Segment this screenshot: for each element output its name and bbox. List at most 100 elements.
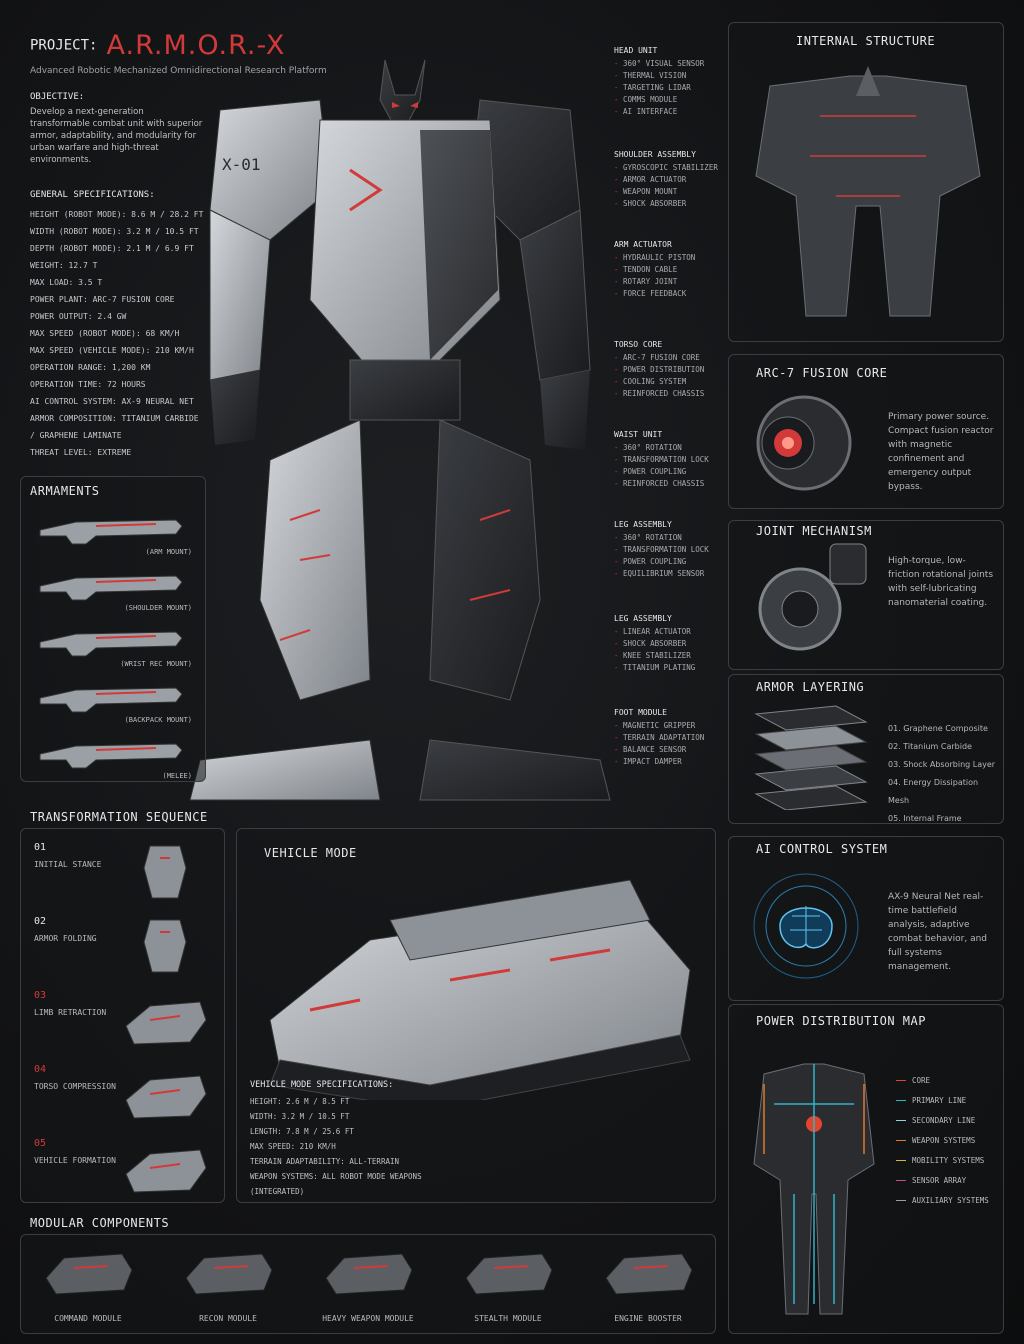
power-distribution-illustration: [753, 1063, 875, 1315]
spec-row: OPERATION RANGE: 1,200 km: [30, 363, 151, 372]
callout-item: POWER COUPLING: [614, 556, 724, 568]
callout-item: POWER DISTRIBUTION: [614, 364, 724, 376]
fusion-core-icon: [756, 395, 852, 491]
armament-item[interactable]: (SHOULDER MOUNT): [30, 564, 200, 620]
vehicle-title: VEHICLE MODE: [264, 846, 357, 860]
armament-item[interactable]: (MELEE): [30, 732, 200, 788]
callout-item: SHOCK ABSORBER: [614, 198, 724, 210]
legend-label: SECONDARY LINE: [912, 1115, 976, 1125]
step-thumbnail: [143, 919, 187, 973]
callout: LEG ASSEMBLY360° ROTATIONTRANSFORMATION …: [614, 520, 724, 580]
weapon-icon: [39, 575, 183, 601]
joint-title: JOINT MECHANISM: [756, 524, 872, 538]
weapon-icon: [39, 743, 183, 769]
callout-item: 360° VISUAL SENSOR: [614, 58, 724, 70]
step-number: 01: [34, 842, 47, 853]
armament-label: (BACKPACK MOUNT): [124, 716, 192, 724]
module-icon: [465, 1253, 553, 1295]
objective-title: OBJECTIVE:: [30, 92, 85, 102]
joint-text: High-torque, low-friction rotational joi…: [888, 556, 994, 608]
specs-title: GENERAL SPECIFICATIONS:: [30, 190, 155, 200]
internal-title: INTERNAL STRUCTURE: [796, 34, 936, 48]
step-label: VEHICLE FORMATION: [34, 1156, 116, 1165]
callout-item: POWER COUPLING: [614, 466, 724, 478]
legend-swatch: [896, 1159, 906, 1161]
transformation-title: TRANSFORMATION SEQUENCE: [30, 810, 208, 824]
vehicle-spec-row: MAX SPEED: 210 km/h: [250, 1142, 336, 1151]
spec-row: MAX LOAD: 3.5 t: [30, 278, 103, 287]
callout-item: TERRAIN ADAPTATION: [614, 732, 724, 744]
callout: LEG ASSEMBLY LINEAR ACTUATORSHOCK ABSORBE…: [614, 614, 724, 674]
module-icon: [45, 1253, 133, 1295]
legend-swatch: [896, 1199, 906, 1201]
callout-item: GYROSCOPIC STABILIZER: [614, 162, 724, 174]
module-item[interactable]: ENGINE BOOSTER: [588, 1240, 708, 1330]
armament-label: (WRIST REC MOUNT): [120, 660, 192, 668]
armament-item[interactable]: (ARM MOUNT): [30, 508, 200, 564]
robot-illustration: X-01: [189, 59, 611, 801]
vehicle-spec-row: HEIGHT: 2.6 m / 8.5 ft: [250, 1097, 350, 1106]
vehicle-spec-row: LENGTH: 7.8 m / 25.6 ft: [250, 1127, 354, 1136]
legend-label: SENSOR ARRAY: [912, 1175, 967, 1185]
module-icon: [605, 1253, 693, 1295]
spec-row: AI CONTROL SYSTEM: AX-9 NEURAL NET: [30, 397, 194, 406]
modules-title: MODULAR COMPONENTS: [30, 1216, 170, 1230]
callout-item: TRANSFORMATION LOCK: [614, 544, 724, 556]
module-item[interactable]: COMMAND MODULE: [28, 1240, 148, 1330]
callout-item: AI INTERFACE: [614, 106, 724, 118]
armor-layer-label: 04. Energy Dissipation Mesh: [888, 778, 979, 805]
callout-item: MAGNETIC GRIPPER: [614, 720, 724, 732]
vehicle-spec-title: VEHICLE MODE SPECIFICATIONS:: [250, 1080, 394, 1090]
legend-entry: PRIMARY LINE: [896, 1090, 996, 1110]
armament-item[interactable]: (BACKPACK MOUNT): [30, 676, 200, 732]
callout-item: COOLING SYSTEM: [614, 376, 724, 388]
callout-item: SHOCK ABSORBER: [614, 638, 724, 650]
legend-entry: CORE: [896, 1070, 996, 1090]
callout-title: SHOULDER ASSEMBLY: [614, 150, 696, 159]
legend-entry: AUXILIARY SYSTEMS: [896, 1190, 996, 1210]
module-item[interactable]: HEAVY WEAPON MODULE: [308, 1240, 428, 1330]
legend-swatch: [896, 1119, 906, 1121]
callout: SHOULDER ASSEMBLYGYROSCOPIC STABILIZERAR…: [614, 150, 724, 210]
spec-row: MAX SPEED (VEHICLE MODE): 210 km/h: [30, 346, 194, 355]
armaments-title: ARMAMENTS: [30, 484, 100, 498]
module-label: RECON MODULE: [199, 1314, 257, 1323]
spec-row: HEIGHT (ROBOT MODE): 8.6 m / 28.2 ft: [30, 210, 204, 219]
callout-item: TRANSFORMATION LOCK: [614, 454, 724, 466]
callout-item: ARC-7 FUSION CORE: [614, 352, 724, 364]
callout-item: WEAPON MOUNT: [614, 186, 724, 198]
legend-swatch: [896, 1139, 906, 1141]
callout-title: ARM ACTUATOR: [614, 240, 672, 249]
step-number: 02: [34, 916, 47, 927]
callout-item: ROTARY JOINT: [614, 276, 724, 288]
callout-item: LINEAR ACTUATOR: [614, 626, 724, 638]
callout-item: REINFORCED CHASSIS: [614, 388, 724, 400]
step-number: 03: [34, 990, 47, 1001]
callout-item: TENDON CABLE: [614, 264, 724, 276]
step-thumbnail: [125, 1149, 207, 1193]
callout-title: LEG ASSEMBLY: [614, 614, 672, 623]
legend-entry: SENSOR ARRAY: [896, 1170, 996, 1190]
weapon-icon: [39, 687, 183, 713]
module-item[interactable]: RECON MODULE: [168, 1240, 288, 1330]
callout-item: EQUILIBRIUM SENSOR: [614, 568, 724, 580]
callout: HEAD UNIT360° VISUAL SENSORTHERMAL VISIO…: [614, 46, 724, 118]
callout-item: TARGETING LIDAR: [614, 82, 724, 94]
chest-mark: X-01: [222, 155, 261, 174]
armament-label: (SHOULDER MOUNT): [124, 604, 192, 612]
legend-swatch: [896, 1099, 906, 1101]
callout-title: LEG ASSEMBLY: [614, 520, 672, 529]
module-item[interactable]: STEALTH MODULE: [448, 1240, 568, 1330]
weapon-icon: [39, 631, 183, 657]
step-label: LIMB RETRACTION: [34, 1008, 107, 1017]
callout: WAIST UNIT360° ROTATIONTRANSFORMATION LO…: [614, 430, 724, 490]
armament-item[interactable]: (WRIST REC MOUNT): [30, 620, 200, 676]
ai-title: AI CONTROL SYSTEM: [756, 842, 888, 856]
module-label: STEALTH MODULE: [474, 1314, 542, 1323]
